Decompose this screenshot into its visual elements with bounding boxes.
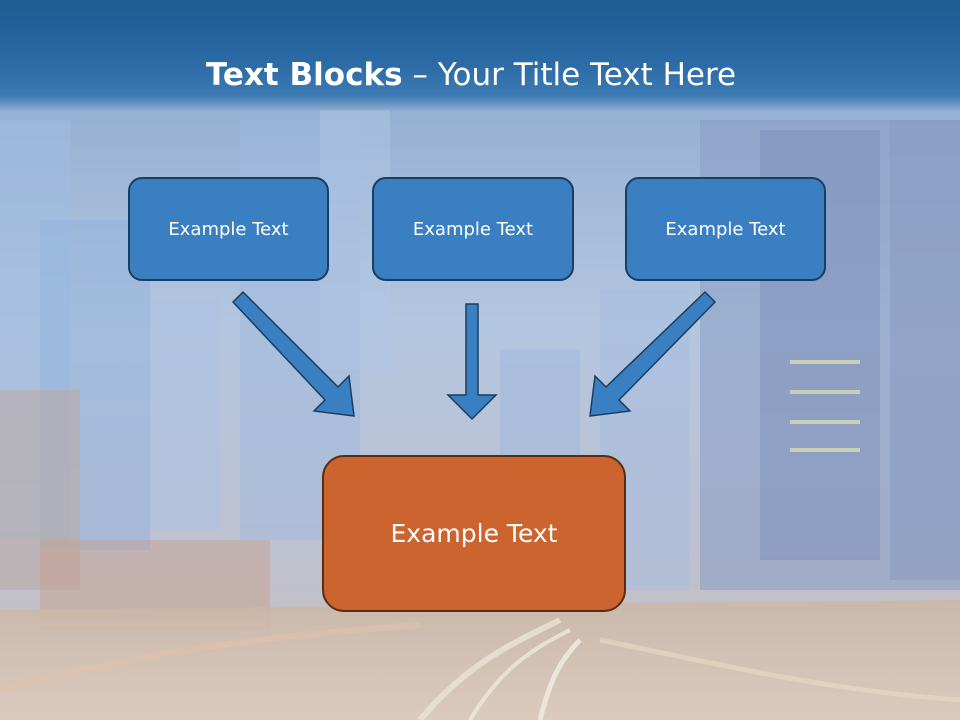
- title-dash: –: [412, 57, 428, 93]
- arrow-left-diagonal: [231, 290, 355, 417]
- title-bold-part: Text Blocks: [205, 57, 403, 93]
- source-box-left-label: Example Text: [168, 218, 289, 240]
- source-box-right[interactable]: Example Text: [625, 177, 826, 281]
- title-rest: Your Title Text Here: [437, 57, 737, 93]
- target-box[interactable]: Example Text: [322, 455, 626, 612]
- source-box-left[interactable]: Example Text: [128, 177, 329, 281]
- arrow-center-down: [446, 303, 498, 421]
- target-box-label: Example Text: [390, 519, 558, 548]
- source-box-center[interactable]: Example Text: [372, 177, 574, 281]
- title-bar: [0, 0, 960, 112]
- source-box-right-label: Example Text: [665, 218, 786, 240]
- source-box-center-label: Example Text: [412, 218, 534, 240]
- arrow-right-diagonal: [589, 290, 717, 417]
- slide-title: Text Blocks – Your Title Text Here: [0, 52, 942, 98]
